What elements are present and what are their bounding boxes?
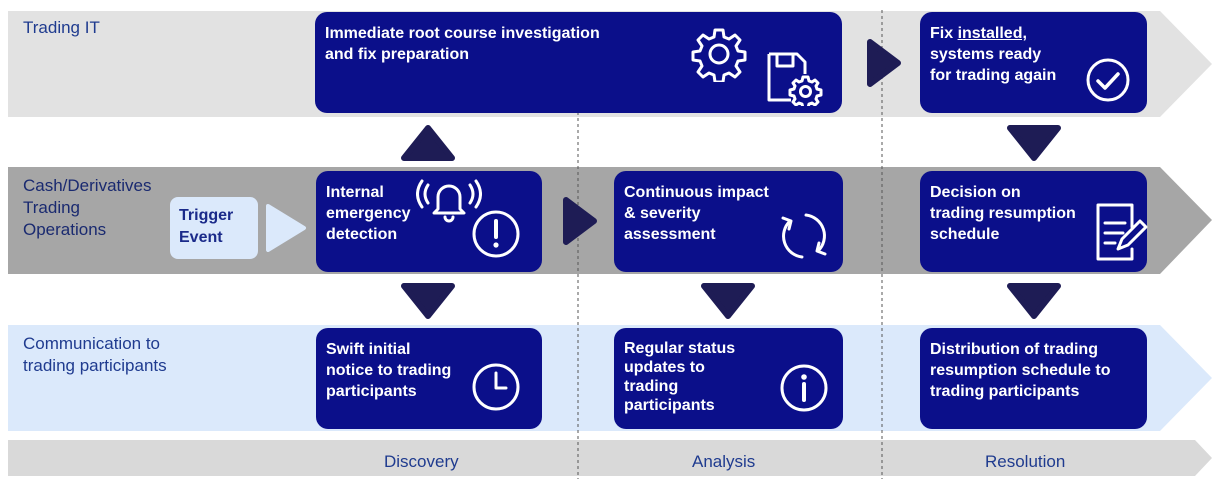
- info-circle-icon: [780, 364, 828, 412]
- arrow-down-to-initial-notice: [401, 283, 455, 319]
- resumption-decision-box: Decision on trading resumption schedule: [920, 171, 1148, 272]
- lane-label-communication: Communication to trading participants: [23, 334, 167, 375]
- lane-label-trading-it: Trading IT: [23, 18, 100, 37]
- timeline-arrow: [8, 440, 1212, 476]
- trigger-event-box: Trigger Event: [170, 197, 258, 259]
- phase-label-discovery: Discovery: [384, 452, 459, 471]
- schedule-distribution-box: Distribution of trading resumption sched…: [920, 328, 1147, 429]
- arrow-down-to-distribution: [1007, 283, 1061, 319]
- arrow-to-impact-assessment: [563, 197, 597, 245]
- phase-label-analysis: Analysis: [692, 452, 756, 471]
- arrow-to-fix-installed: [867, 39, 901, 87]
- impact-assessment-text: Continuous impact & severity assessment: [624, 184, 769, 243]
- initial-notice-box: Swift initial notice to trading particip…: [316, 328, 542, 429]
- phase-label-resolution: Resolution: [985, 452, 1066, 471]
- document-edit-icon: [1096, 203, 1148, 261]
- internal-detection-box: Internal emergency detection: [316, 171, 542, 272]
- exclamation-circle-icon: [472, 210, 520, 258]
- arrow-down-to-decision: [1007, 125, 1061, 161]
- internal-detection-text: Internal emergency detection: [326, 184, 411, 243]
- communication-lane-arrow: [8, 325, 1212, 431]
- schedule-distribution-text: Distribution of trading resumption sched…: [930, 341, 1111, 400]
- initial-notice-text: Swift initial notice to trading particip…: [326, 341, 452, 400]
- clock-icon: [472, 363, 520, 411]
- arrow-down-to-status-updates: [701, 283, 755, 319]
- floppy-gear-icon: [767, 52, 823, 106]
- root-cause-text: Immediate root course investigation and …: [325, 25, 600, 63]
- fix-prefix-text: Fix: [930, 25, 958, 42]
- fix-installed-text: installed,: [957, 25, 1027, 42]
- check-circle-icon: [1086, 58, 1130, 102]
- refresh-cycle-icon: [781, 213, 827, 259]
- operations-lane-arrow: [8, 167, 1212, 274]
- resumption-decision-text: Decision on trading resumption schedule: [930, 184, 1076, 243]
- trigger-arrow: [266, 204, 306, 252]
- root-cause-investigation-box: Immediate root course investigation and …: [315, 12, 842, 113]
- arrow-up-to-root-cause: [401, 125, 455, 161]
- fix-rest-text: systems ready for trading again: [930, 46, 1057, 84]
- alarm-bell-icon: [416, 179, 482, 223]
- fix-installed-box: Fix installed, systems ready for trading…: [920, 12, 1147, 113]
- status-updates-box: Regular status updates to trading partic…: [614, 328, 843, 429]
- impact-assessment-box: Continuous impact & severity assessment: [614, 171, 843, 272]
- status-updates-text: Regular status updates to trading partic…: [624, 340, 736, 414]
- gear-icon: [691, 28, 747, 82]
- lane-label-operations: Cash/Derivatives Trading Operations: [23, 176, 152, 239]
